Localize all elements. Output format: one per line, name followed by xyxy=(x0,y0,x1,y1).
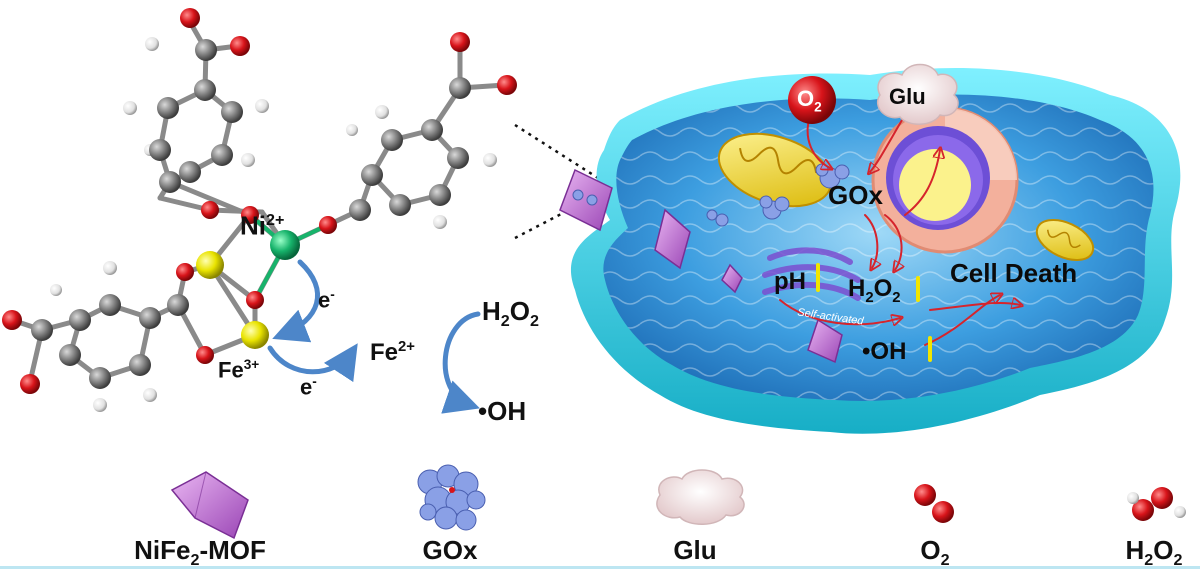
ni-label: Ni2+ xyxy=(240,210,285,241)
legend-icon-gox xyxy=(417,464,486,531)
cell xyxy=(559,63,1181,434)
iron-atom-2 xyxy=(241,321,269,349)
oh-label-mof: •OH xyxy=(478,396,527,426)
h2o2-label-mof: H2O2 xyxy=(482,296,539,331)
legend-icon-o2 xyxy=(914,484,954,523)
legend-label-gox: GOx xyxy=(422,535,478,565)
iron-atom-1 xyxy=(196,251,224,279)
nucleus xyxy=(871,106,1019,254)
zoom-lines xyxy=(514,123,599,240)
mof-atoms xyxy=(2,8,517,412)
legend-icon-h2o2 xyxy=(1127,487,1186,521)
electron-label-bottom: e- xyxy=(300,374,317,400)
glu-cloud-cell xyxy=(877,63,959,125)
bottom-rule xyxy=(0,566,1200,569)
crystals-in-cell xyxy=(654,208,843,364)
fe2-label: Fe2+ xyxy=(370,339,415,366)
glu-cloud-label: Glu xyxy=(889,84,926,109)
crystal-entering xyxy=(559,168,613,232)
ph-label: pH xyxy=(774,268,806,295)
o2-bubble xyxy=(788,76,836,124)
legend-label-o2: O2 xyxy=(920,535,950,570)
increase-arrows xyxy=(816,263,932,362)
legend-label-mof: NiFe2-MOF xyxy=(134,535,266,570)
gox-label: GOx xyxy=(828,180,883,210)
cell-death-label: Cell Death xyxy=(950,258,1078,288)
legend-icon-mof xyxy=(170,471,249,540)
electron-arrows xyxy=(267,259,481,414)
electron-label-top: e- xyxy=(318,287,335,313)
h2o2-label-cell: H2O2 xyxy=(848,275,901,306)
oh-label-cell: •OH xyxy=(862,338,907,365)
fe3-label: Fe3+ xyxy=(218,357,260,383)
o2-bubble-label: O2 xyxy=(797,86,822,115)
legend-label-h2o2: H2O2 xyxy=(1125,535,1183,570)
nickel-atom xyxy=(270,230,300,260)
mitochondrion-small xyxy=(1035,219,1095,261)
legend-label-glu: Glu xyxy=(673,535,717,565)
legend-icon-glu xyxy=(656,469,745,525)
